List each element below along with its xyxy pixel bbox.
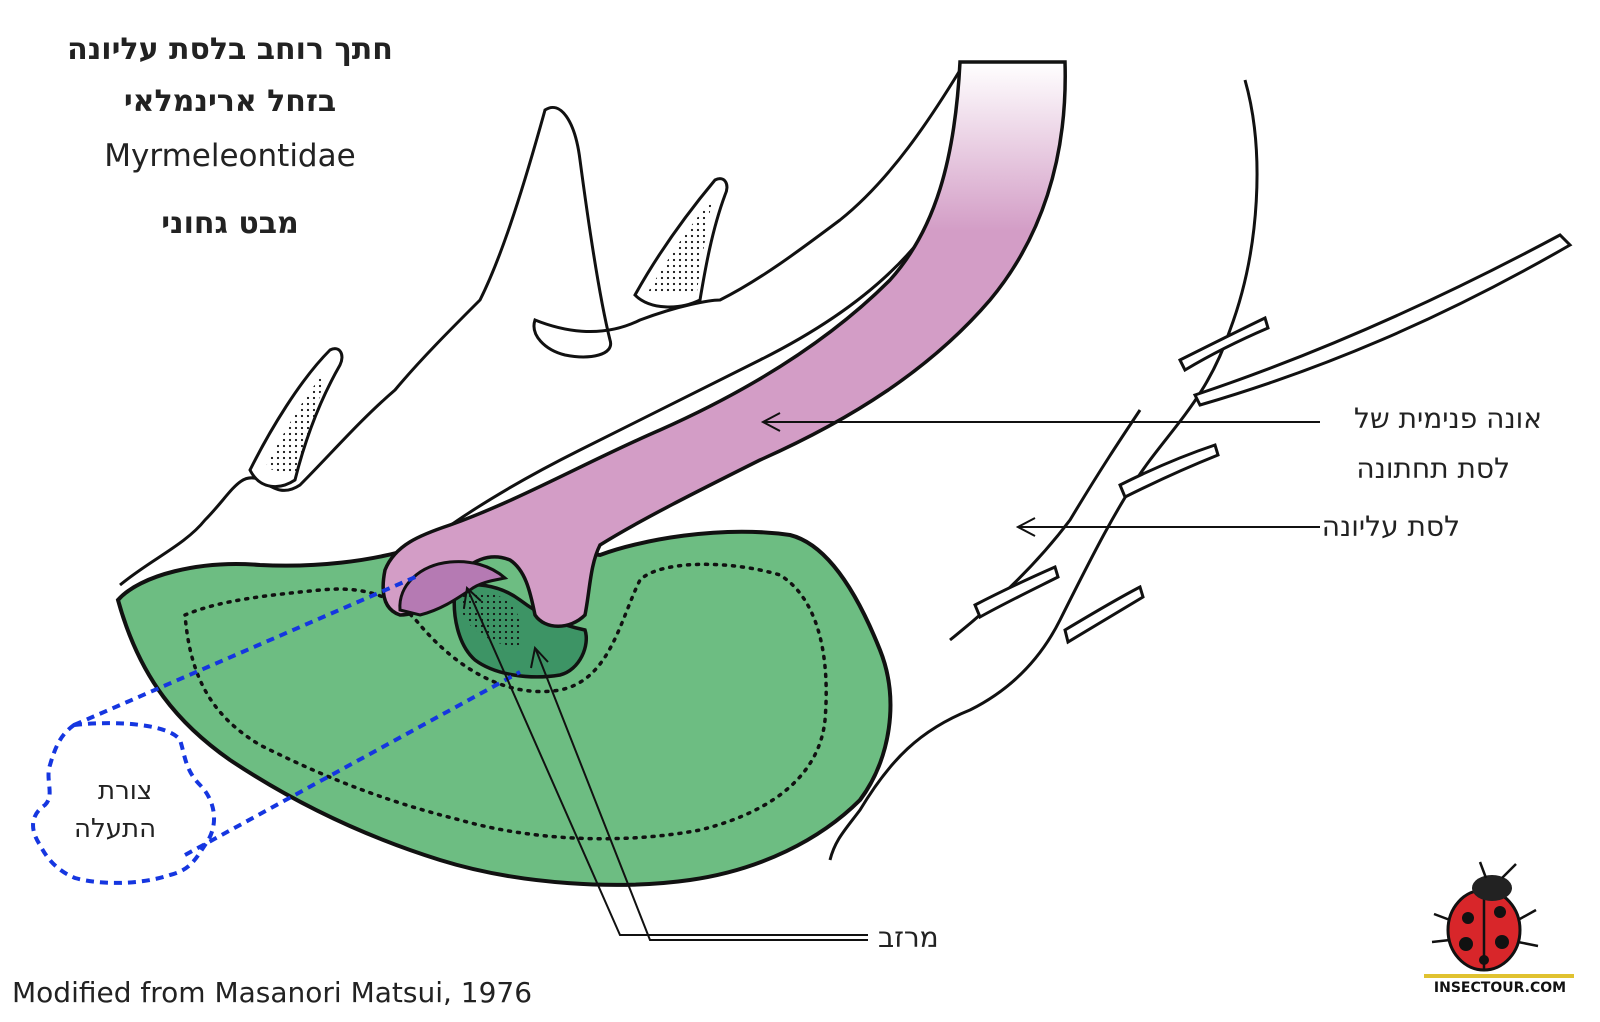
- label-groove: מרזב: [878, 921, 939, 954]
- logo-text: INSECTOUR.COM: [1433, 980, 1567, 996]
- title-line-4: מבט גחוני: [161, 206, 299, 241]
- label-upper-jaw: לסת עליונה: [1321, 510, 1460, 543]
- title-line-2: בזחל ארינמלאי: [123, 84, 337, 119]
- leader-groove-2: [535, 649, 868, 941]
- seta-4: [973, 564, 1060, 620]
- seta-3: [1118, 443, 1220, 500]
- seta-5: [1063, 584, 1145, 645]
- label-inner-lobe-line-2: לסת תחתונה: [1356, 452, 1510, 485]
- upper-jaw-outline: [119, 61, 967, 587]
- label-channel-shape-line-1: צורת: [98, 776, 153, 806]
- leader-inner-lobe-arrow: [760, 412, 781, 432]
- leader-groove-1: [467, 589, 868, 936]
- leader-upper-jaw-arrow: [1015, 517, 1036, 537]
- tooth-middle-shading: [648, 200, 712, 292]
- seta-1: [1192, 233, 1573, 407]
- label-inner-lobe-line-1: אונה פנימית של: [1353, 402, 1542, 435]
- inner-lobe-cavity: [398, 560, 509, 617]
- cross-section-area: [115, 529, 893, 887]
- leader-groove-2-arrow: [530, 645, 549, 669]
- upper-jaw-right-outline: [828, 79, 1259, 861]
- title-line-3: Myrmeleontidae: [104, 138, 356, 174]
- inner-lobe-lower-jaw: [381, 60, 1067, 628]
- seta-2: [1177, 315, 1270, 373]
- dotted-boundary: [183, 562, 828, 841]
- ladybug-logo-icon[interactable]: [1420, 860, 1578, 1008]
- source-credit: Modified from Masanori Matsui, 1976: [12, 976, 533, 1009]
- channel-shape-outline: [31, 721, 217, 885]
- leader-groove-1-arrow: [463, 585, 482, 609]
- label-channel-shape-line-2: התעלה: [74, 814, 157, 844]
- channel-projection-lines: [73, 573, 521, 857]
- title-line-1: חתך רוחב בלסת עליונה: [67, 32, 393, 67]
- tooth-left-shading: [265, 372, 325, 475]
